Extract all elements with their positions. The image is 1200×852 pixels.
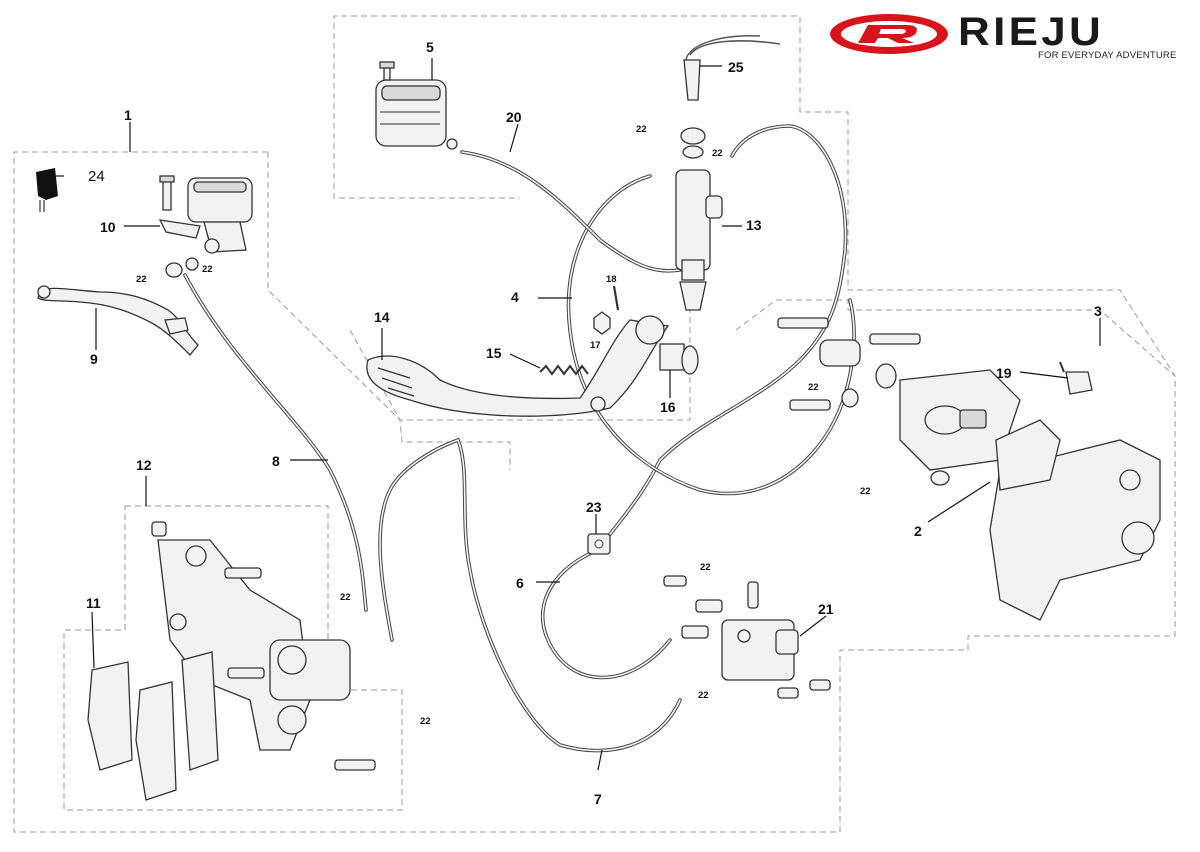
brand-logo: RIEJU FOR EVERYDAY ADVENTURE (828, 10, 1188, 72)
callout-22: 22 (636, 124, 647, 135)
callout-4: 4 (511, 289, 519, 305)
callout-13: 13 (746, 217, 762, 233)
part-22-washers-front-master (165, 257, 199, 278)
part-5-rear-reservoir (375, 61, 458, 150)
part-23-hose-clip (587, 533, 611, 555)
part-3-rear-caliper (899, 369, 1161, 621)
callout-labels: 1 2 3 4 5 6 7 8 9 10 11 12 13 14 15 16 1… (86, 39, 1102, 807)
callout-22: 22 (712, 148, 723, 159)
callout-8: 8 (272, 453, 280, 469)
part-9-brake-lever (37, 285, 199, 356)
callout-16: 16 (660, 399, 676, 415)
part-2-rear-pads (995, 419, 1061, 491)
callout-22: 22 (808, 382, 819, 393)
callout-6: 6 (516, 575, 524, 591)
brand-tagline: FOR EVERYDAY ADVENTURE (1038, 50, 1177, 61)
part-18-pin (612, 285, 620, 311)
group-outline-front-caliper (63, 505, 403, 811)
callout-18: 18 (606, 274, 617, 285)
callout-22: 22 (136, 274, 147, 285)
callout-9: 9 (90, 351, 98, 367)
part-19-sensor (1059, 361, 1093, 395)
callout-1: 1 (124, 107, 132, 123)
hose-rear-caliper-a (378, 437, 682, 753)
callout-22: 22 (700, 562, 711, 573)
brand-emblem-icon (830, 14, 948, 54)
callout-22: 22 (340, 592, 351, 603)
callout-19: 19 (996, 365, 1012, 381)
callout-24: 24 (88, 168, 105, 185)
callout-3: 3 (1094, 303, 1102, 319)
callout-22: 22 (420, 716, 431, 727)
callout-14: 14 (374, 309, 390, 325)
part-11-front-pads (87, 651, 219, 801)
hose-reservoir (460, 150, 692, 273)
callout-7: 7 (594, 791, 602, 807)
part-16-pedal-pivot-bolt (659, 343, 699, 375)
cable-top (685, 35, 781, 61)
part-10-front-master-cylinder (158, 175, 253, 254)
part-12-front-caliper (151, 521, 376, 771)
part-15-return-spring (539, 364, 589, 376)
hose-front-brake (183, 273, 368, 612)
callout-21: 21 (818, 601, 834, 617)
rear-caliper-pins (777, 317, 921, 411)
callout-15: 15 (486, 345, 502, 361)
part-14-brake-pedal (366, 315, 670, 417)
callout-22: 22 (698, 690, 709, 701)
hose-rear-loop (566, 174, 856, 496)
callout-22: 22 (860, 486, 871, 497)
callout-10: 10 (100, 219, 116, 235)
part-17-nut (593, 311, 611, 335)
callout-11: 11 (86, 595, 101, 611)
part-13-rear-master-cylinder (675, 59, 723, 311)
callout-23: 23 (586, 499, 602, 515)
callout-22: 22 (202, 264, 213, 275)
leader-lines (52, 58, 1101, 771)
part-24-bracket (36, 168, 58, 212)
group-outline-master-cylinder-front (267, 152, 511, 470)
group-outline-rear-caliper (735, 299, 1176, 377)
part-21-junction-block (663, 575, 831, 699)
callout-12: 12 (136, 457, 152, 473)
callout-2: 2 (914, 523, 922, 539)
brand-wordmark: RIEJU (958, 10, 1105, 54)
callout-20: 20 (506, 109, 522, 125)
callout-17: 17 (590, 340, 601, 351)
callout-25: 25 (728, 59, 744, 75)
hose-rear-caliper-b (541, 124, 848, 680)
callout-5: 5 (426, 39, 434, 55)
